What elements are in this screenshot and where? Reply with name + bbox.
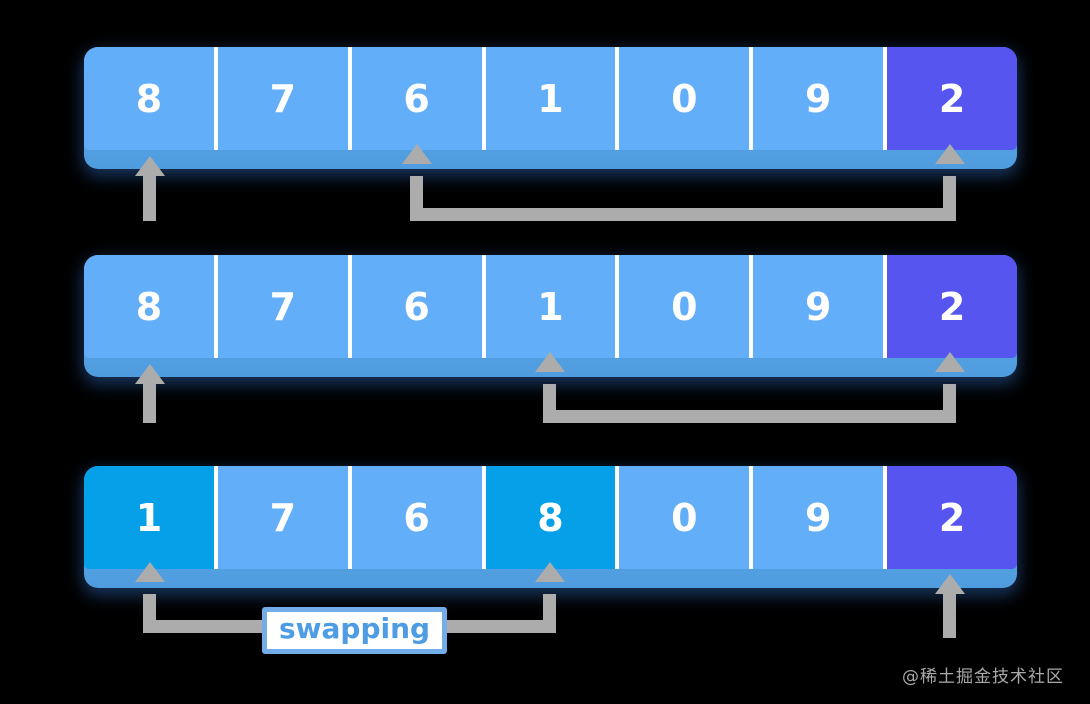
swapping-label: swapping — [262, 607, 448, 654]
array-step-2-cells: 8 7 6 1 0 9 2 — [84, 255, 1017, 358]
array-step-3: 1 7 6 8 0 9 2 — [84, 466, 1017, 588]
array-step-1: 8 7 6 1 0 9 2 — [84, 47, 1017, 169]
array-cell-swapped: 1 — [84, 466, 214, 569]
watermark: @稀土掘金技术社区 — [902, 667, 1064, 687]
array-cell: 9 — [749, 255, 884, 358]
array-cell: 1 — [481, 47, 616, 150]
array-cell: 8 — [84, 255, 214, 358]
array-cell: 6 — [347, 255, 482, 358]
array-cell: 9 — [749, 466, 884, 569]
array-step-3-cells: 1 7 6 8 0 9 2 — [84, 466, 1017, 569]
pointer-bracket-icon — [401, 144, 965, 221]
pointer-bracket-icon — [534, 352, 965, 423]
array-step-2: 8 7 6 1 0 9 2 — [84, 255, 1017, 377]
array-cell: 0 — [615, 47, 750, 150]
array-cell: 6 — [347, 47, 482, 150]
array-cell: 8 — [84, 47, 214, 150]
array-cell: 7 — [213, 466, 348, 569]
array-cell: 0 — [615, 255, 750, 358]
array-cell-swapped: 8 — [481, 466, 616, 569]
pointer-arrow-icon — [143, 176, 156, 221]
array-cell: 9 — [749, 47, 884, 150]
array-cell: 7 — [213, 47, 348, 150]
array-cell: 0 — [615, 466, 750, 569]
array-cell-pivot: 2 — [883, 47, 1017, 150]
array-cell-pivot: 2 — [883, 255, 1017, 358]
array-cell: 6 — [347, 466, 482, 569]
pointer-arrow-icon — [943, 594, 956, 638]
array-cell: 1 — [481, 255, 616, 358]
array-step-1-cells: 8 7 6 1 0 9 2 — [84, 47, 1017, 150]
pointer-arrow-icon — [143, 384, 156, 423]
array-cell: 7 — [213, 255, 348, 358]
array-cell-pivot: 2 — [883, 466, 1017, 569]
